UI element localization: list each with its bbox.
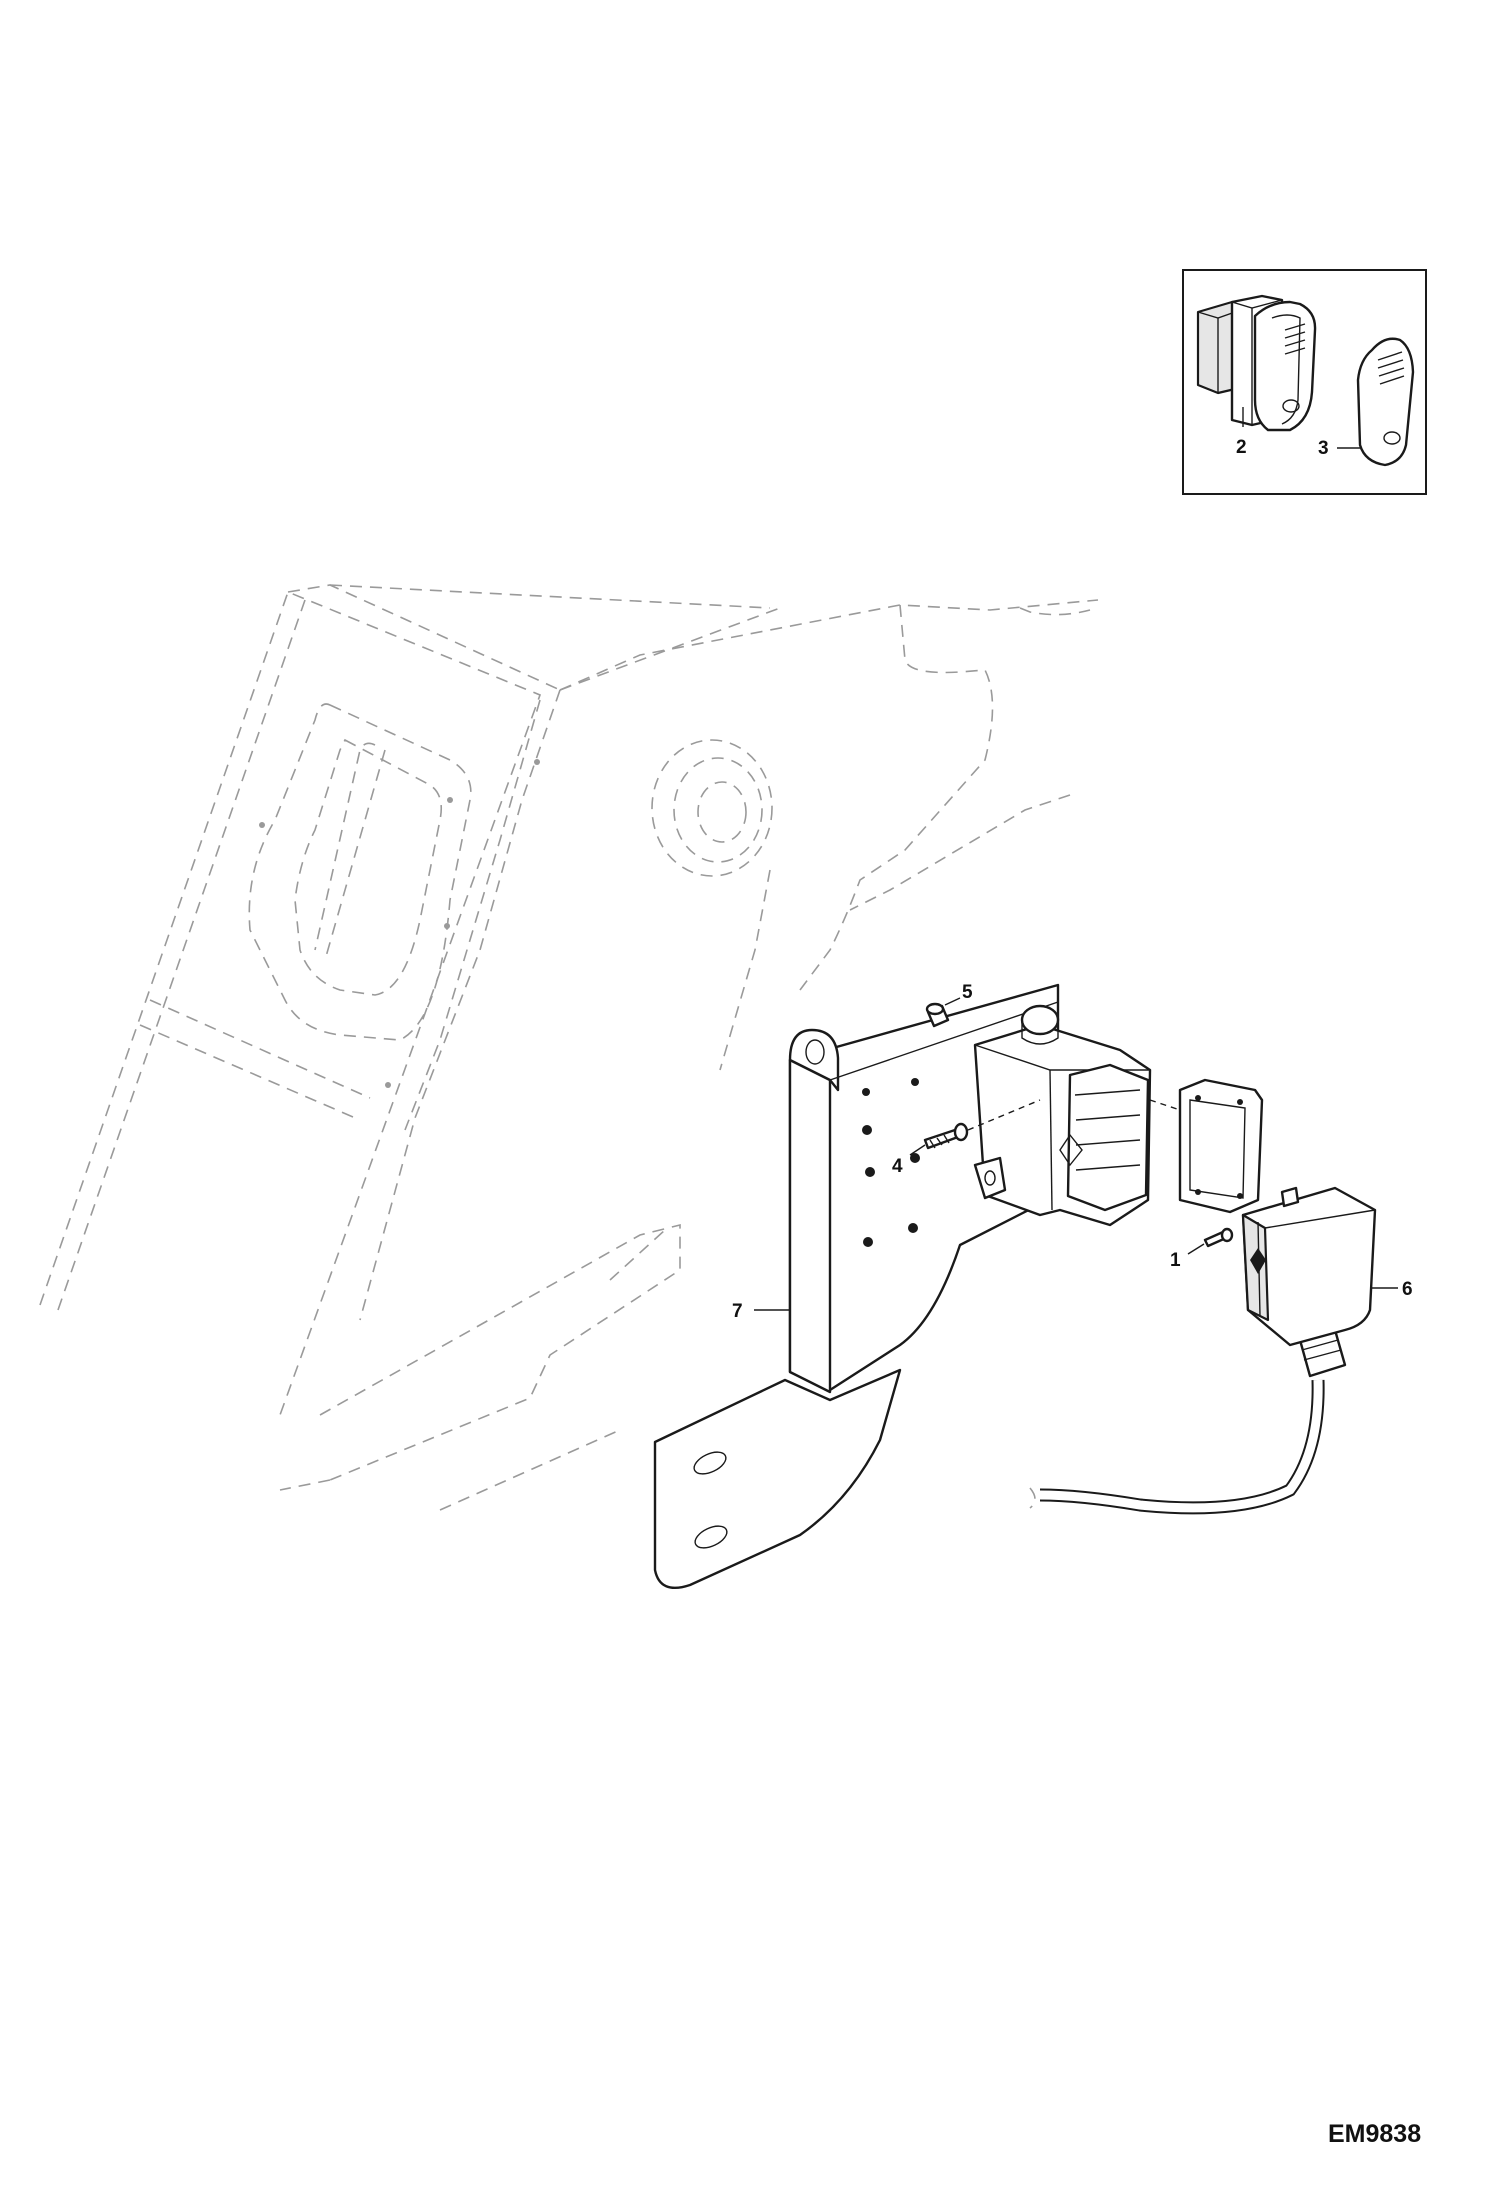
screw-part-1 xyxy=(1203,1227,1234,1248)
cable-connector-part xyxy=(1039,1186,1377,1515)
callout-1: 1 xyxy=(1170,1250,1181,1271)
callout-5: 5 xyxy=(962,982,973,1003)
rocker-cap-part xyxy=(1356,337,1415,467)
callout-4: 4 xyxy=(892,1156,903,1177)
callout-7: 7 xyxy=(732,1301,743,1322)
switch-cover-part xyxy=(1178,1078,1264,1214)
screw-part-5 xyxy=(925,1002,950,1028)
callout-3: 3 xyxy=(1318,438,1329,459)
figure-code-label: EM9838 xyxy=(1328,2120,1421,2148)
callout-2: 2 xyxy=(1236,437,1247,458)
rocker-switch-part xyxy=(1196,294,1317,432)
inset-panel: 2 3 xyxy=(1182,269,1427,495)
callout-6: 6 xyxy=(1402,1279,1413,1300)
limit-switch-body xyxy=(973,1004,1152,1227)
bolt-part-4 xyxy=(923,1122,969,1150)
machine-body-outline xyxy=(39,584,1099,1511)
